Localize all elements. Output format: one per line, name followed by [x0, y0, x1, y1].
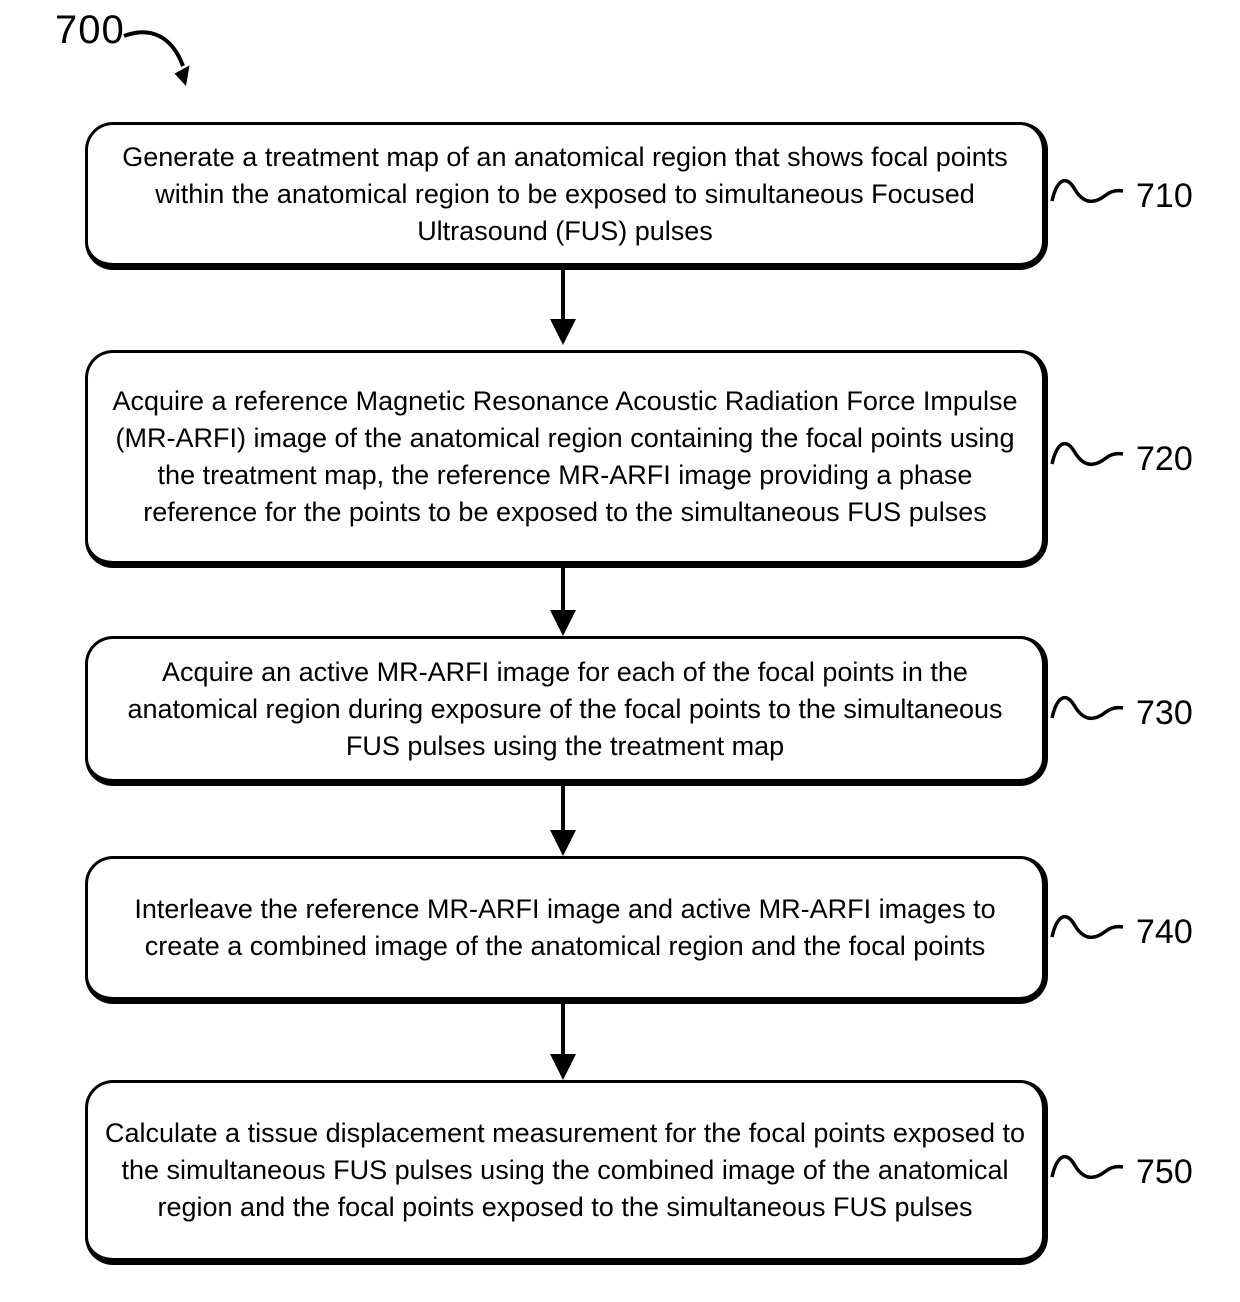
- step-2-ref: 720: [1050, 433, 1240, 485]
- flow-arrow-icon: [550, 568, 576, 636]
- step-3-text: Acquire an active MR-ARFI image for each…: [127, 656, 1003, 761]
- step-5-ref-number: 750: [1136, 1152, 1193, 1191]
- squiggle-connector-icon: [1050, 441, 1124, 467]
- figure-pointer-arrow-icon: [123, 30, 190, 86]
- flow-arrow-icon: [550, 786, 576, 856]
- step-5-box: Calculate a tissue displacement measurem…: [85, 1080, 1048, 1265]
- step-4-box: Interleave the reference MR-ARFI image a…: [85, 856, 1048, 1004]
- squiggle-connector-icon: [1050, 695, 1124, 721]
- step-4-ref: 740: [1050, 906, 1240, 958]
- squiggle-connector-icon: [1050, 1154, 1124, 1180]
- squiggle-connector-icon: [1050, 914, 1124, 940]
- step-3-ref: 730: [1050, 687, 1240, 739]
- step-4-ref-number: 740: [1136, 912, 1193, 951]
- figure-number-label: 700: [55, 8, 125, 52]
- step-1-ref-number: 710: [1136, 176, 1193, 215]
- step-3-ref-number: 730: [1136, 693, 1193, 732]
- step-1-text: Generate a treatment map of an anatomica…: [122, 141, 1008, 246]
- step-2-ref-number: 720: [1136, 439, 1193, 478]
- step-1-ref: 710: [1050, 170, 1240, 222]
- step-1-box: Generate a treatment map of an anatomica…: [85, 122, 1048, 270]
- step-4-text: Interleave the reference MR-ARFI image a…: [134, 894, 996, 961]
- flow-arrow-icon: [550, 270, 576, 345]
- step-5-text: Calculate a tissue displacement measurem…: [104, 1118, 1025, 1222]
- step-5-ref: 750: [1050, 1146, 1240, 1198]
- step-3-box: Acquire an active MR-ARFI image for each…: [85, 636, 1048, 786]
- flow-arrow-icon: [550, 1004, 576, 1080]
- squiggle-connector-icon: [1050, 178, 1124, 204]
- step-2-text: Acquire a reference Magnetic Resonance A…: [112, 386, 1018, 527]
- step-2-box: Acquire a reference Magnetic Resonance A…: [85, 350, 1048, 568]
